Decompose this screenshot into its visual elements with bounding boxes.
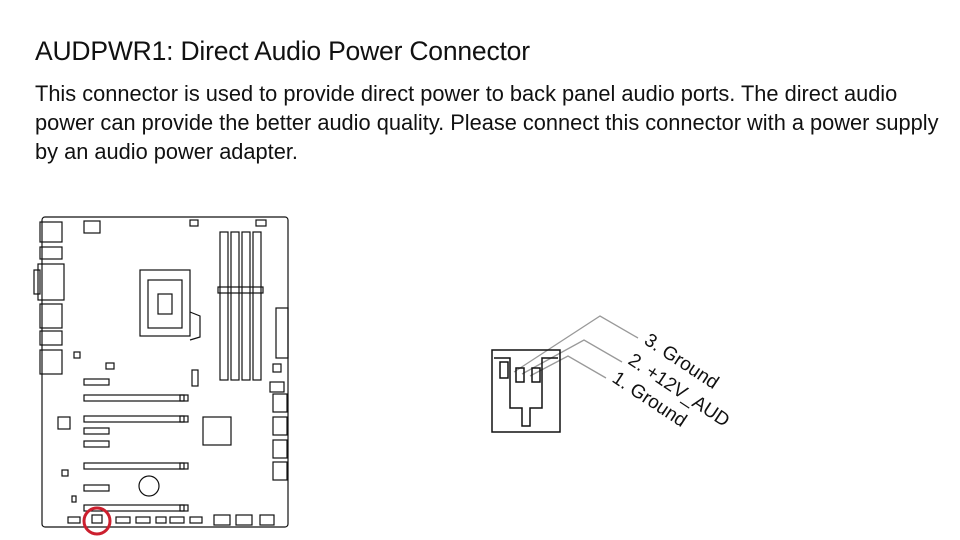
motherboard-diagram	[33, 216, 289, 536]
dimm-slot	[230, 231, 240, 381]
pcie-slot	[83, 484, 110, 492]
cpu-socket-center	[157, 293, 173, 315]
highlight-circle	[82, 506, 112, 536]
sata-port	[272, 439, 288, 459]
pcie-slot	[83, 440, 110, 448]
dimm-slot	[241, 231, 251, 381]
io-port	[39, 349, 63, 375]
io-port	[33, 269, 41, 295]
chipset	[202, 416, 232, 446]
page-title: AUDPWR1: Direct Audio Power Connector	[35, 36, 530, 66]
io-port	[39, 246, 63, 260]
sata-port	[272, 461, 288, 481]
sata-port	[272, 416, 288, 436]
io-port	[39, 221, 63, 243]
io-port	[37, 263, 65, 301]
connector-housing	[491, 349, 561, 433]
audpwr1-header	[91, 514, 103, 524]
pcie-slot	[83, 394, 185, 402]
pcie-slot	[83, 415, 185, 423]
cpu-socket	[139, 269, 191, 337]
connector-description: This connector is used to provide direct…	[35, 81, 939, 164]
dimm-slot	[219, 231, 229, 381]
connector-key	[494, 357, 558, 427]
connector-pin	[531, 367, 541, 383]
cmos-battery	[138, 475, 160, 497]
cpu-socket-inner	[147, 279, 183, 329]
pcie-slot	[83, 462, 185, 470]
atx-power-connector	[275, 307, 289, 359]
cpu-power-connector	[83, 220, 101, 234]
pcie-slot	[83, 378, 110, 386]
dimm-slot	[252, 231, 262, 381]
audpwr1-pinout-diagram: 3. Ground 2. +12V_AUD 1. Ground	[491, 315, 733, 433]
connector-pin	[515, 367, 525, 383]
leader-line-pin3	[513, 315, 639, 373]
sata-port	[272, 393, 288, 413]
board-outline	[41, 216, 289, 528]
connector-pin	[499, 361, 509, 379]
io-port	[39, 330, 63, 346]
pcie-slot	[83, 504, 185, 512]
pcie-slot	[83, 427, 110, 435]
io-port	[39, 303, 63, 329]
